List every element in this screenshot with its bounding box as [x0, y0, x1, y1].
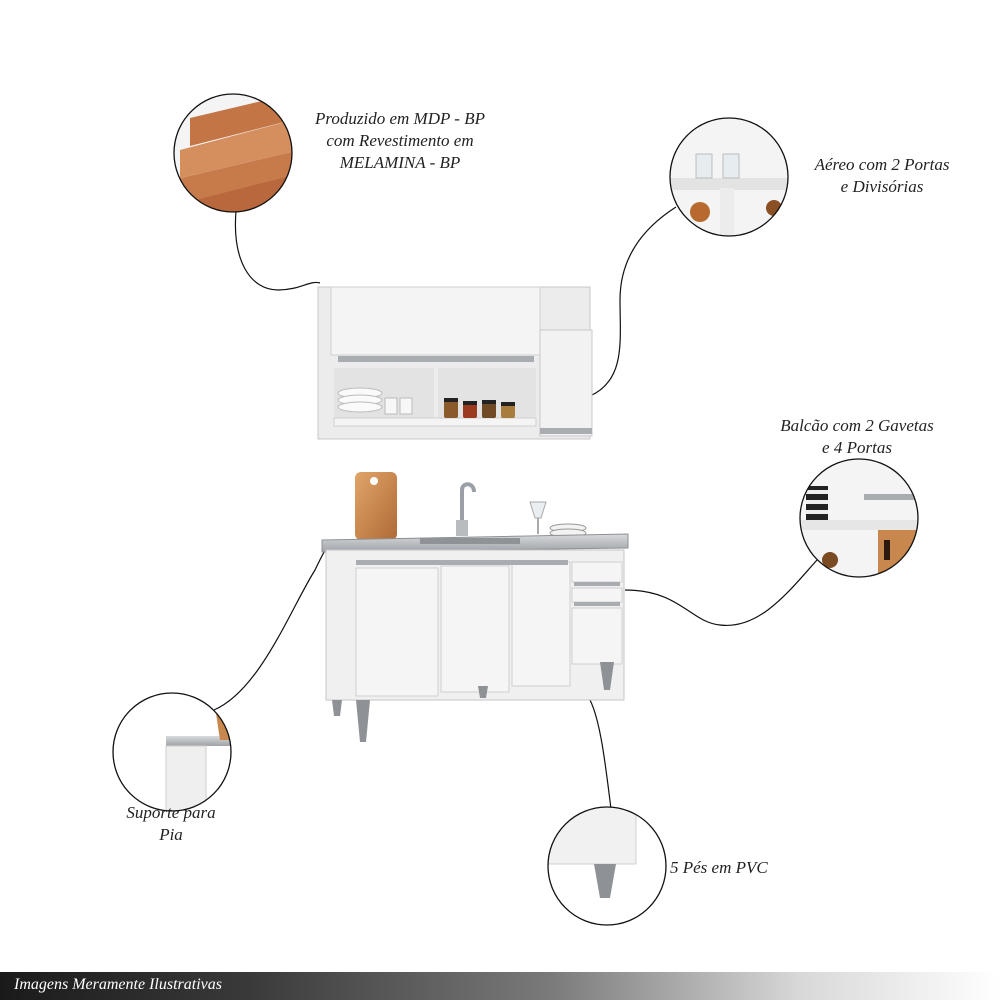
feet-detail-circle: [547, 806, 667, 926]
cabinet-feet: [332, 662, 614, 742]
base-cabinet-detail-circle: [799, 458, 919, 578]
upper-cabinet-shelf: [333, 417, 537, 427]
material-caption-line-1: Produzido em MDP - BP: [315, 109, 485, 128]
footer-bar: Imagens Meramente Ilustrativas: [0, 972, 1000, 1000]
base-cabinet-caption: Balcão com 2 Gavetas e 4 Portas: [762, 415, 952, 459]
material-caption-line-3: MELAMINA - BP: [339, 153, 461, 172]
sink-basin: [420, 538, 520, 544]
feet-caption: 5 Pés em PVC: [670, 857, 794, 879]
upper-cabinet-caption-line-1: Aéreo com 2 Portas: [814, 155, 950, 174]
connector-feet: [588, 687, 612, 810]
door-2: [440, 565, 510, 693]
upper-cabinet-caption: Aéreo com 2 Portas e Divisórias: [792, 154, 972, 198]
connector-lines: [213, 206, 818, 810]
door-4: [571, 607, 623, 665]
upper-cabinet-door-right: [539, 329, 593, 437]
feet-caption-line-1: 5 Pés em PVC: [670, 858, 768, 877]
material-caption-line-2: com Revestimento em: [326, 131, 474, 150]
base-cabinet-caption-line-1: Balcão com 2 Gavetas: [780, 416, 934, 435]
plates-stack: [337, 387, 413, 415]
sink-support-caption-line-2: Pia: [159, 825, 183, 844]
material-detail-circle: [173, 93, 293, 213]
connector-base-cabinet: [624, 559, 818, 626]
drawer-1: [571, 561, 623, 583]
upper-cabinet: [317, 286, 593, 440]
connector-sink-support: [213, 544, 331, 711]
footer-disclaimer: Imagens Meramente Ilustrativas: [14, 976, 222, 993]
door-3: [511, 561, 571, 687]
base-cabinet: [321, 472, 629, 742]
faucet: [456, 482, 476, 536]
upper-cabinet-bottom-rail: [540, 428, 592, 434]
upper-cabinet-handle: [338, 356, 534, 362]
cutting-board: [355, 472, 397, 540]
drawer-2: [571, 587, 623, 603]
glass-and-dishes: [529, 501, 587, 538]
doors-top-handle: [356, 560, 568, 565]
spice-jars: [444, 398, 515, 418]
connector-material: [234, 210, 321, 291]
connector-upper-cabinet: [589, 206, 677, 397]
base-cabinet-caption-line-2: e 4 Portas: [822, 438, 892, 457]
sink-support-detail-circle: [112, 692, 232, 812]
material-caption: Produzido em MDP - BP com Revestimento e…: [292, 108, 508, 174]
door-1: [355, 567, 439, 697]
upper-cabinet-door-left: [330, 286, 541, 356]
drawer-2-handle: [574, 602, 620, 606]
upper-cabinet-detail-circle: [669, 117, 789, 237]
upper-cabinet-caption-line-2: e Divisórias: [840, 177, 924, 196]
sink-support-caption: Suporte para Pia: [106, 802, 236, 846]
drawer-1-handle: [574, 582, 620, 586]
sink-support-caption-line-1: Suporte para: [126, 803, 216, 822]
